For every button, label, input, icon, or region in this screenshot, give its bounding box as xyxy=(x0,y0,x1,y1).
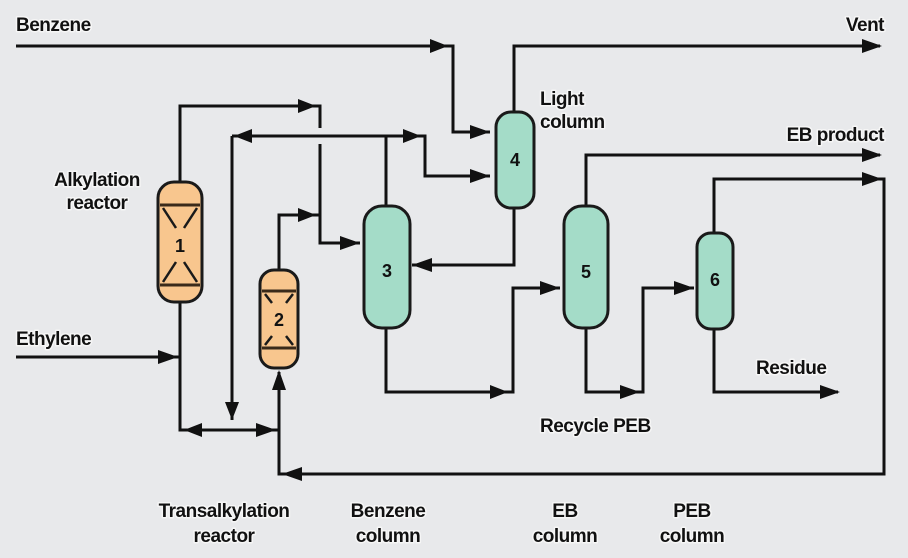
alkylation-reactor-label-2: reactor xyxy=(67,193,129,214)
arrowheads xyxy=(158,39,882,481)
light-column-label-2: column xyxy=(540,112,605,133)
arrow-icon xyxy=(158,350,178,364)
benzene-column-3[interactable]: 3 xyxy=(362,204,412,330)
arrow-icon xyxy=(298,99,316,113)
arrow-icon xyxy=(403,129,421,143)
unit-number: 4 xyxy=(510,150,520,170)
arrow-icon xyxy=(412,258,432,272)
arrow-icon xyxy=(225,402,239,420)
unit-number: 6 xyxy=(710,270,720,290)
column5-bottoms-line xyxy=(584,286,694,394)
peb-column-label-2: column xyxy=(660,526,725,547)
arrow-icon xyxy=(490,385,508,399)
arrow-icon xyxy=(620,385,640,399)
peb-column-label: PEB xyxy=(673,501,711,522)
reactor2-overhead-line xyxy=(277,213,320,270)
arrow-icon xyxy=(540,281,560,295)
arrow-icon xyxy=(470,169,490,183)
unit-number: 5 xyxy=(581,262,591,282)
column3-bottoms-line xyxy=(384,286,560,394)
residue-line xyxy=(712,328,838,394)
arrow-icon xyxy=(282,467,302,481)
residue-label: Residue xyxy=(756,358,826,379)
reactor1-bottom-line xyxy=(178,302,279,432)
recycle-peb-line xyxy=(277,177,886,476)
benzene-column-label-2: column xyxy=(356,526,421,547)
alkylation-reactor-1[interactable]: 1 xyxy=(156,180,204,304)
arrow-icon xyxy=(272,370,286,390)
arrow-icon xyxy=(470,125,490,139)
transalkylation-reactor-label-2: reactor xyxy=(194,526,256,547)
reactor1-overhead-line xyxy=(178,104,322,182)
unit-number: 2 xyxy=(274,310,284,330)
eb-column-label-2: column xyxy=(533,526,598,547)
eb-column-5[interactable]: 5 xyxy=(562,204,610,330)
eb-column-label: EB xyxy=(552,501,577,522)
arrow-icon xyxy=(862,39,882,53)
benzene-recycle-header xyxy=(232,134,490,178)
arrow-icon xyxy=(862,172,882,186)
arrow-icon xyxy=(234,129,252,143)
peb-column-6[interactable]: 6 xyxy=(695,231,735,331)
arrow-icon xyxy=(674,281,694,295)
transalkylation-reactor-2[interactable]: 2 xyxy=(258,268,300,370)
arrow-icon xyxy=(256,423,276,437)
eb-product-label: EB product xyxy=(787,125,886,146)
light-column-4[interactable]: 4 xyxy=(494,110,536,210)
recycle-peb-label: Recycle PEB xyxy=(540,416,651,437)
arrow-icon xyxy=(340,236,360,250)
feed-to-column3-line xyxy=(318,144,360,245)
benzene-label: Benzene xyxy=(16,15,91,36)
vent-line xyxy=(512,44,880,112)
eb-product-line xyxy=(584,153,880,206)
arrow-icon xyxy=(430,39,448,53)
arrow-icon xyxy=(862,148,882,162)
arrow-icon xyxy=(184,423,202,437)
ethylene-label: Ethylene xyxy=(16,329,91,350)
unit-number: 3 xyxy=(382,261,392,281)
unit-number: 1 xyxy=(175,236,185,256)
vent-label: Vent xyxy=(846,15,885,36)
arrow-icon xyxy=(820,385,840,399)
transalkylation-reactor-label: Transalkylation xyxy=(159,501,290,522)
stream-lines xyxy=(16,44,886,476)
arrow-icon xyxy=(298,208,316,222)
alkylation-reactor-label: Alkylation xyxy=(54,170,140,191)
benzene-column-label: Benzene xyxy=(351,501,426,522)
light-column-label: Light xyxy=(540,89,585,110)
column4-bottoms-line xyxy=(412,208,516,267)
benzene-feed-line xyxy=(16,44,490,134)
